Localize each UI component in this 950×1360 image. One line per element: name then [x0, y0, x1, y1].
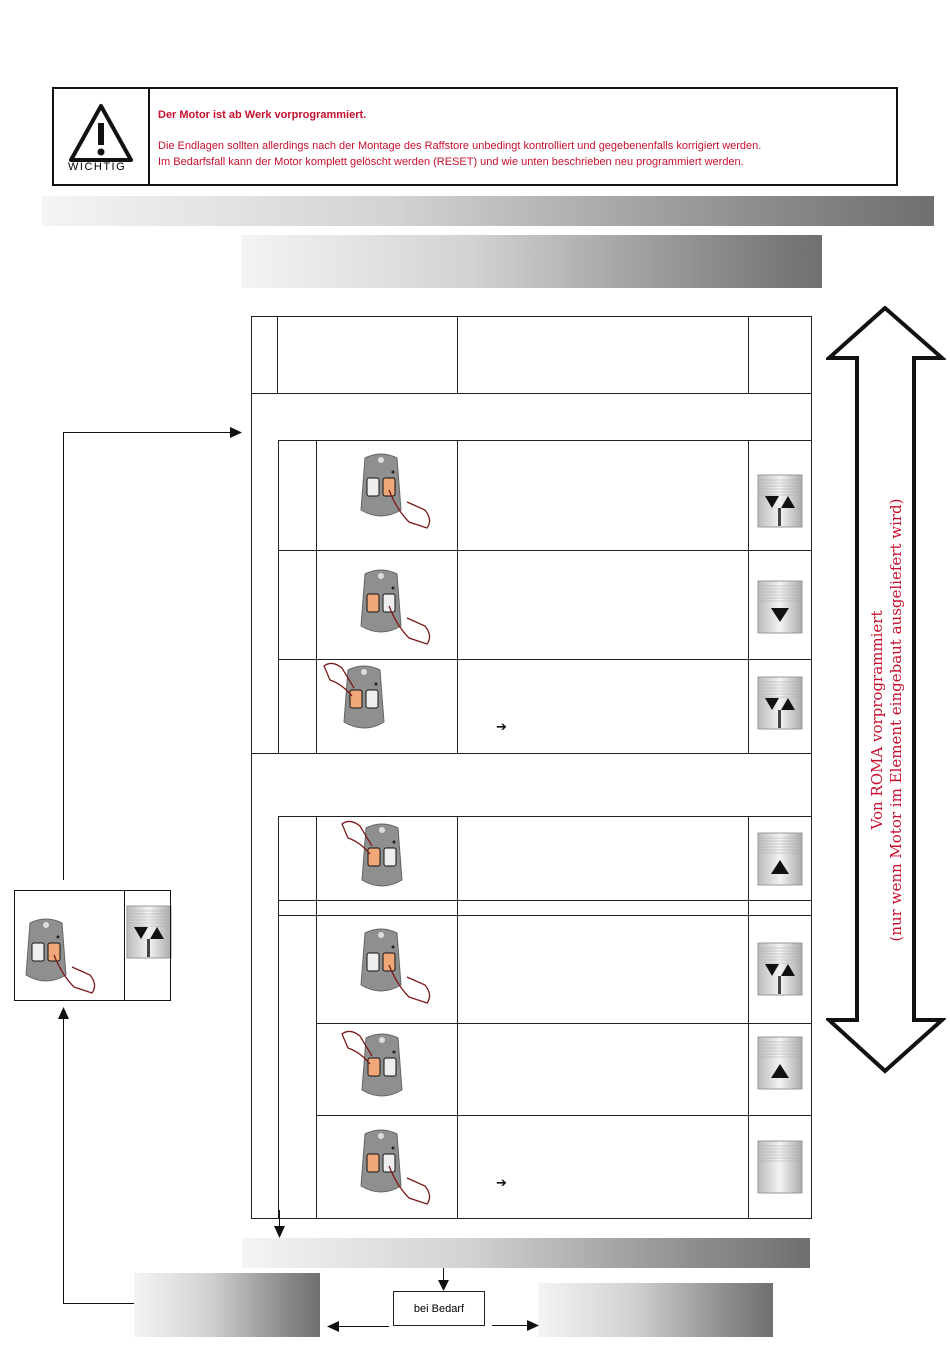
- remote-control-icon: [360, 569, 431, 645]
- bottom-header-bar: [242, 1238, 810, 1268]
- warning-triangle-icon: [69, 104, 133, 162]
- flow-line: [63, 1303, 134, 1304]
- blind-icon: [757, 1140, 803, 1194]
- blind-icon: [757, 832, 803, 886]
- remote-control-icon: [341, 1030, 403, 1097]
- bei-bedarf-box: bei Bedarf: [393, 1291, 485, 1326]
- warning-icon-cell: WICHTIG: [54, 89, 150, 184]
- arrow-right-icon: ➔: [496, 720, 507, 735]
- blind-icon: [126, 905, 172, 959]
- reset-box: [14, 890, 171, 1001]
- flow-line: [443, 1268, 444, 1281]
- arrow-head-icon: [527, 1320, 539, 1331]
- arrow-head-icon: [230, 427, 242, 438]
- double-arrow-icon: [826, 306, 946, 1074]
- blind-icon: [757, 942, 803, 996]
- remote-control-icon: [323, 662, 385, 729]
- arrow-head-icon: [58, 1007, 69, 1019]
- flow-line: [492, 1325, 527, 1326]
- arrow-head-icon: [327, 1321, 339, 1332]
- flow-line: [63, 432, 233, 433]
- flow-line: [338, 1326, 389, 1327]
- blind-icon: [757, 580, 803, 634]
- bottom-left-box: [134, 1273, 320, 1337]
- arrow-head-icon: [274, 1226, 285, 1238]
- arrow-head-icon: [438, 1280, 449, 1291]
- blind-icon: [757, 676, 803, 730]
- remote-control-icon: [25, 918, 96, 994]
- flow-line: [63, 1016, 64, 1304]
- remote-control-icon: [360, 453, 431, 529]
- warning-icon-label: WICHTIG: [68, 161, 127, 173]
- remote-control-icon: [341, 820, 403, 887]
- warning-line-1: Die Endlagen sollten allerdings nach der…: [158, 140, 762, 152]
- arrow-right-icon: ➔: [496, 1176, 507, 1191]
- subsection-header-bar: [241, 235, 822, 288]
- warning-title: Der Motor ist ab Werk vorprogrammiert.: [158, 109, 367, 121]
- blind-icon: [757, 474, 803, 528]
- warning-line-2: Im Bedarfsfall kann der Motor komplett g…: [158, 156, 744, 168]
- flow-line: [279, 1210, 280, 1230]
- warning-box: WICHTIG Der Motor ist ab Werk vorprogram…: [52, 87, 898, 186]
- flow-line: [63, 432, 64, 880]
- bottom-right-box: [538, 1283, 773, 1337]
- side-arrow-text: Von ROMA vorprogrammiert (nur wenn Motor…: [868, 498, 905, 942]
- remote-control-icon: [360, 1129, 431, 1205]
- blind-icon: [757, 1036, 803, 1090]
- remote-control-icon: [360, 928, 431, 1004]
- section-header-bar: [42, 196, 934, 226]
